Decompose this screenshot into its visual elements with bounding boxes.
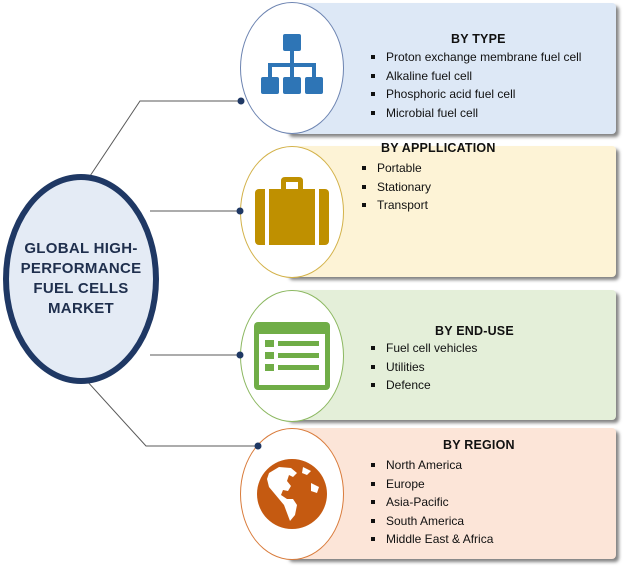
region-icon-circle xyxy=(240,428,344,560)
application-heading: BY APPLLICATION xyxy=(381,141,496,155)
list-item: Microbial fuel cell xyxy=(371,104,586,123)
connector-dot-end-use xyxy=(236,351,244,359)
region-list: North America Europe Asia-Pacific South … xyxy=(371,456,571,549)
list-item: Proton exchange membrane fuel cell xyxy=(371,48,586,67)
connector-region xyxy=(85,379,258,447)
hierarchy-icon xyxy=(261,34,323,94)
list-item: Alkaline fuel cell xyxy=(371,67,586,86)
globe-icon xyxy=(257,459,327,529)
end-use-heading: BY END-USE xyxy=(435,324,514,338)
center-title: GLOBAL HIGH-PERFORMANCE FUEL CELLS MARKE… xyxy=(20,240,142,317)
end-use-list: Fuel cell vehicles Utilities Defence xyxy=(371,339,571,395)
connector-dot-type xyxy=(237,97,245,105)
connector-dot-region xyxy=(254,442,262,450)
list-item: Europe xyxy=(371,475,571,494)
type-icon-circle xyxy=(240,2,344,134)
list-item: Fuel cell vehicles xyxy=(371,339,571,358)
list-item: Utilities xyxy=(371,358,571,377)
application-list: Portable Stationary Transport xyxy=(362,159,562,215)
region-heading: BY REGION xyxy=(443,438,515,452)
connector-dot-application xyxy=(236,207,244,215)
list-item: Middle East & Africa xyxy=(371,530,571,549)
list-item: Transport xyxy=(362,196,562,215)
type-list: Proton exchange membrane fuel cell Alkal… xyxy=(371,48,586,122)
type-heading: BY TYPE xyxy=(451,32,506,46)
list-item: North America xyxy=(371,456,571,475)
end-use-icon-circle xyxy=(240,290,344,422)
list-item: Asia-Pacific xyxy=(371,493,571,512)
center-hub: GLOBAL HIGH-PERFORMANCE FUEL CELLS MARKE… xyxy=(3,174,159,384)
list-item: Defence xyxy=(371,376,571,395)
list-item: Portable xyxy=(362,159,562,178)
application-icon-circle xyxy=(240,146,344,278)
briefcase-icon xyxy=(255,177,329,245)
form-list-icon xyxy=(254,322,330,390)
list-item: Phosphoric acid fuel cell xyxy=(371,85,586,104)
list-item: Stationary xyxy=(362,178,562,197)
connector-type xyxy=(85,100,241,183)
list-item: South America xyxy=(371,512,571,531)
